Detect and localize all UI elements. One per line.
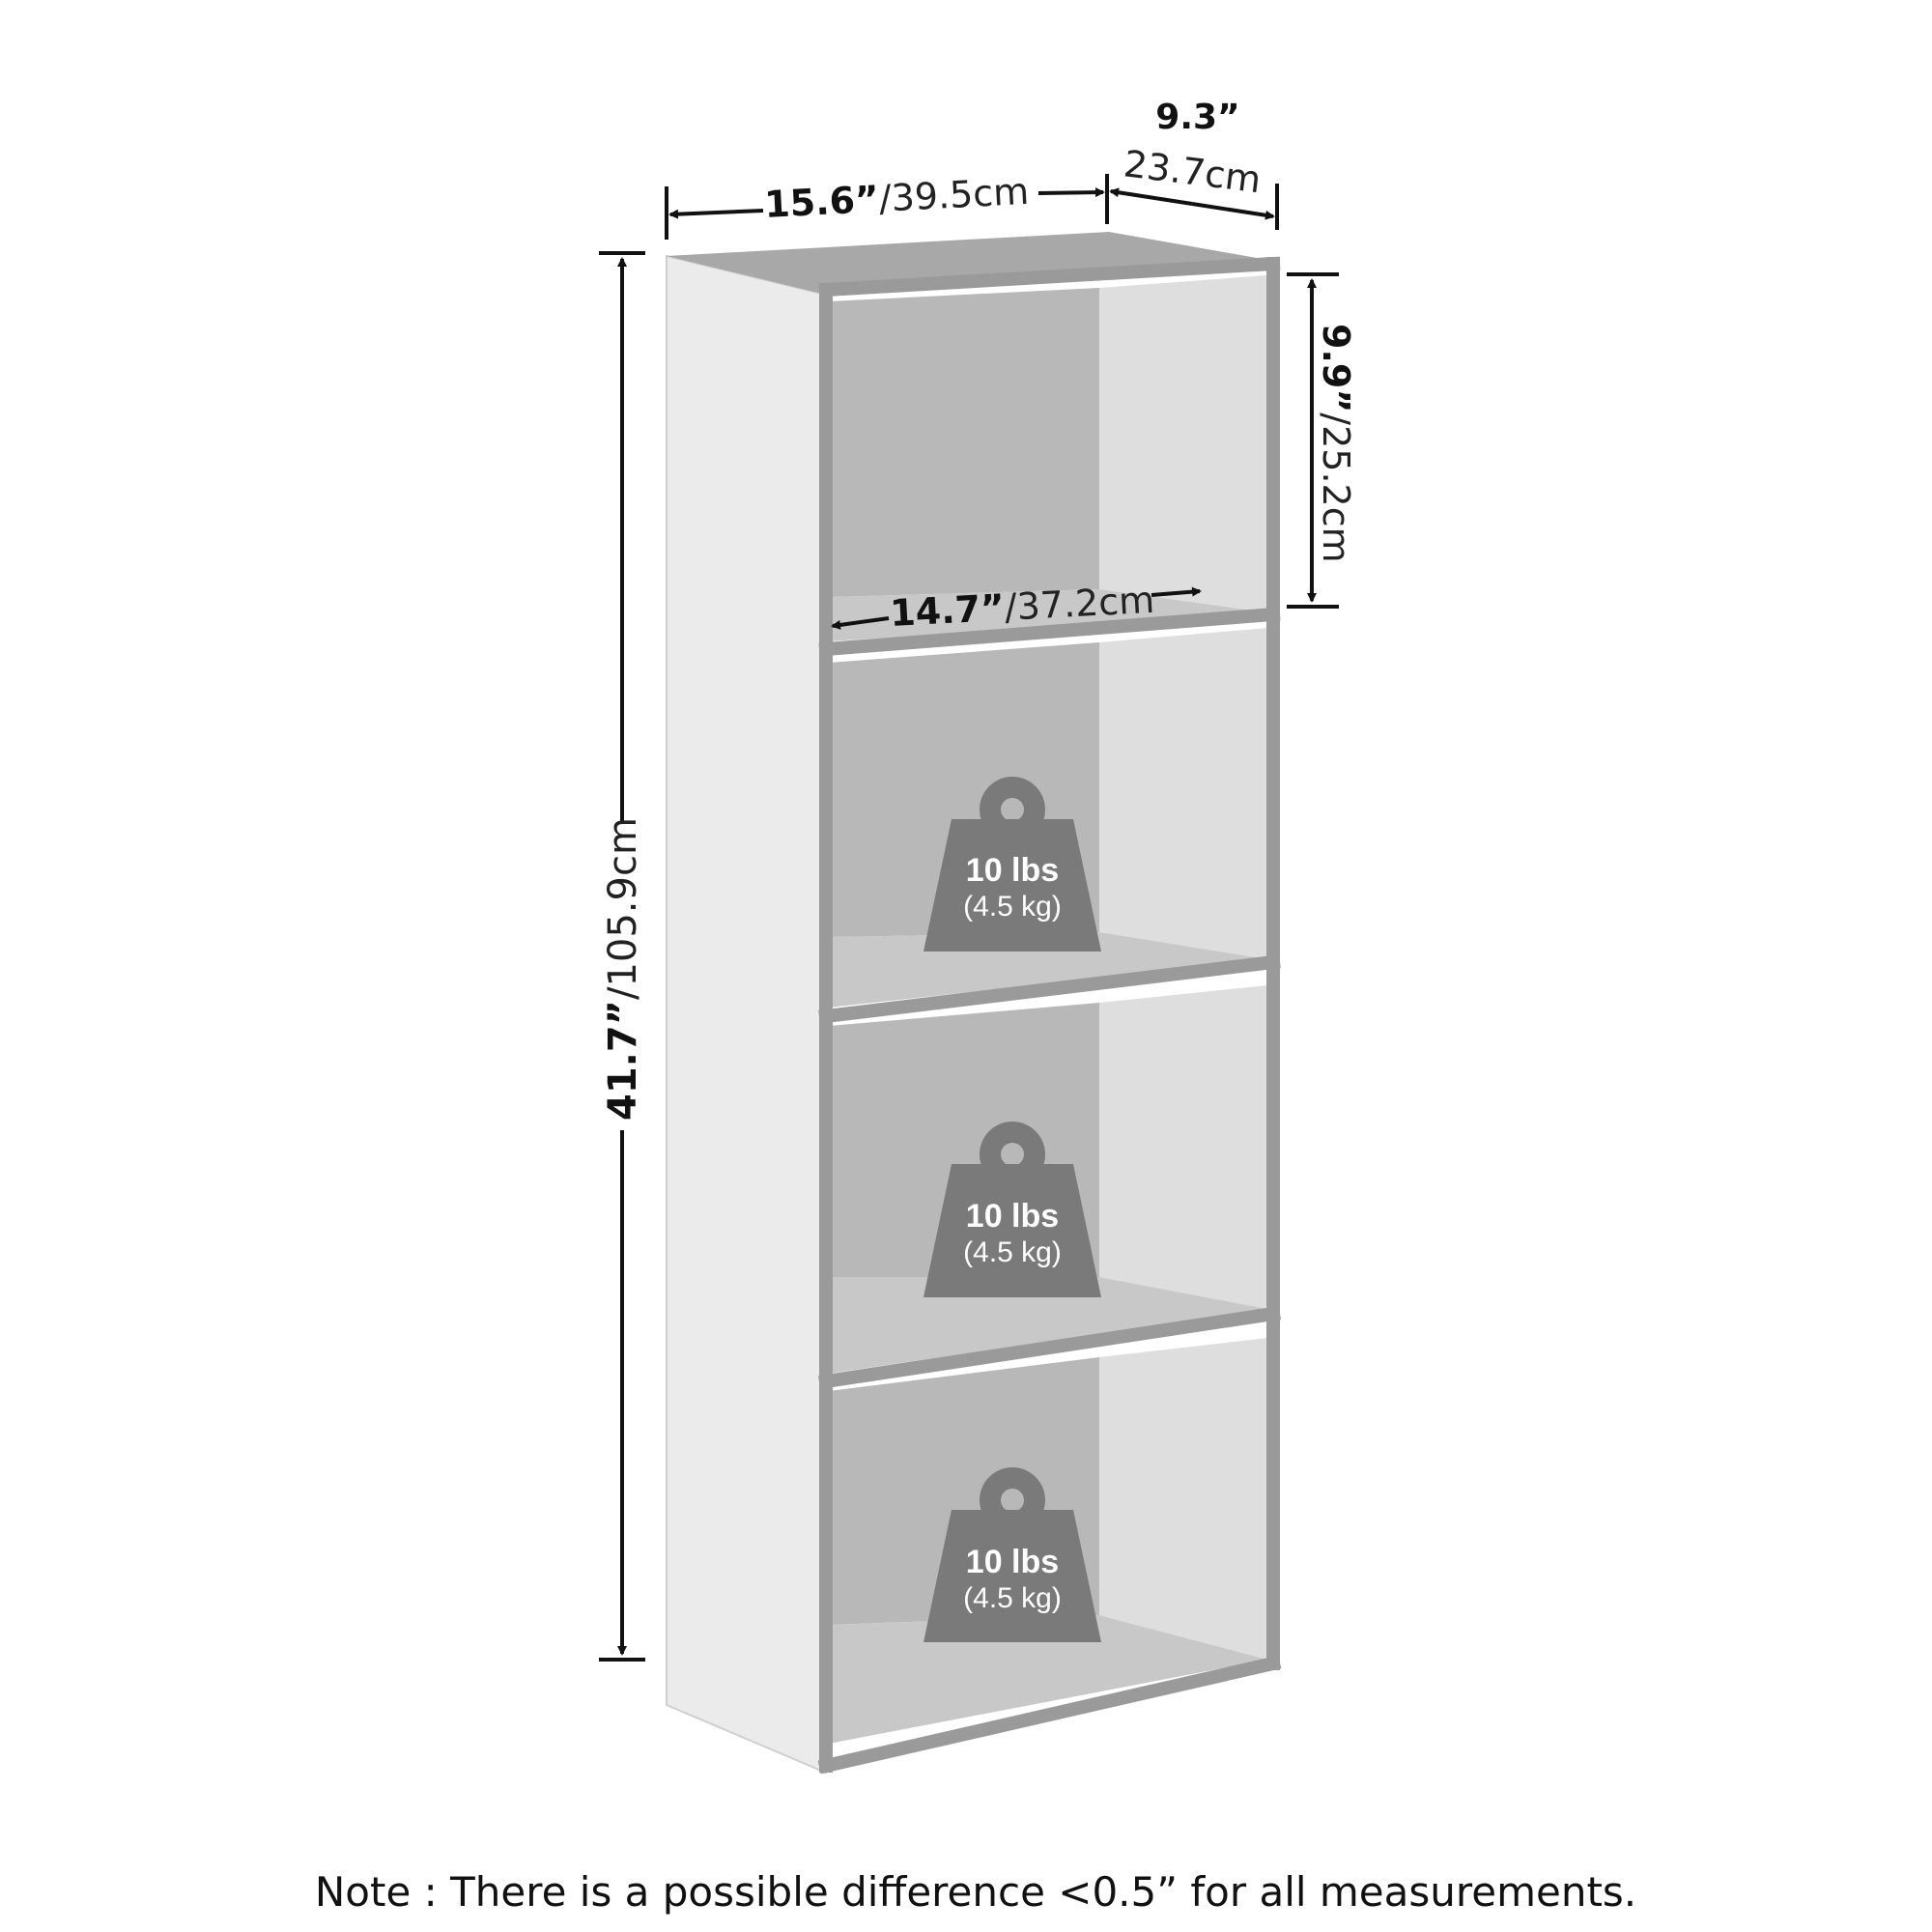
svg-text:9.9”/25.2cm: 9.9”/25.2cm <box>1315 324 1357 563</box>
shelf-height-dimension: 9.9”/25.2cm <box>1287 272 1357 609</box>
bookcase-illustration <box>666 232 1282 1775</box>
weight-icon-1: 10 lbs (4.5 kg) <box>923 777 1101 952</box>
compartment-top <box>829 275 1267 641</box>
weight-label-3: 10 lbs <box>966 1544 1059 1580</box>
weight-label-2: 10 lbs <box>966 1198 1059 1235</box>
bookcase-top-surface <box>667 232 1273 295</box>
weight-metric-label-3: (4.5 kg) <box>963 1582 1062 1614</box>
shelf-width-cm-label: /37.2cm <box>1004 579 1155 629</box>
height-dimension: 41.7”/105.9cm <box>599 251 645 1662</box>
depth-arrow-right <box>1191 202 1275 220</box>
svg-text:14.7”/37.2cm: 14.7”/37.2cm <box>889 579 1155 635</box>
bookcase-side-panel <box>666 254 827 1775</box>
width-inches-label: 15.6” <box>763 178 880 226</box>
depth-dimension: 9.3” 23.7cm <box>1105 98 1279 230</box>
width-dimension: 15.6”/39.5cm <box>665 170 1109 240</box>
weight-metric-label-1: (4.5 kg) <box>963 891 1062 923</box>
shelf-height-inches-label: 9.9” <box>1315 324 1357 412</box>
weight-icon-2: 10 lbs (4.5 kg) <box>923 1122 1101 1297</box>
shelf-width-dimension: 14.7”/37.2cm <box>831 579 1202 635</box>
width-arrow-right <box>1037 187 1105 198</box>
shelf-width-arrow-right <box>1151 586 1202 597</box>
shelf-height-cm-label: /25.2cm <box>1315 412 1357 562</box>
weight-metric-label-2: (4.5 kg) <box>963 1236 1062 1268</box>
svg-text:41.7”/105.9cm: 41.7”/105.9cm <box>601 817 645 1121</box>
svg-text:15.6”/39.5cm: 15.6”/39.5cm <box>763 170 1030 226</box>
height-cm-label: /105.9cm <box>601 817 645 1000</box>
depth-cm-label: 23.7cm <box>1122 142 1264 201</box>
depth-inches-label: 9.3” <box>1155 98 1239 137</box>
width-cm-label: /39.5cm <box>878 170 1030 220</box>
shelf-width-arrow-left <box>831 616 890 630</box>
bookcase-front-frame <box>817 256 1282 1775</box>
weight-icon-3: 10 lbs (4.5 kg) <box>923 1467 1101 1642</box>
shelf-width-inches-label: 14.7” <box>889 586 1006 635</box>
compartment-bottom <box>829 1338 1267 1744</box>
weight-label-1: 10 lbs <box>966 852 1059 889</box>
depth-arrow-left <box>1109 187 1193 206</box>
height-inches-label: 41.7” <box>601 1000 645 1121</box>
width-arrow-left <box>668 209 764 219</box>
measurement-note: Note : There is a possible difference <0… <box>315 1868 1636 1916</box>
